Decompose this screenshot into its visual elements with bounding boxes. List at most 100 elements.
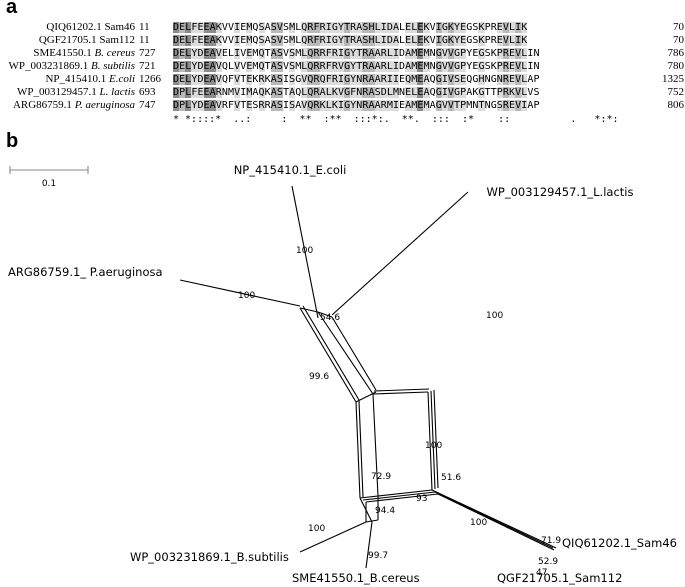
residue: I (441, 74, 448, 85)
residue: E (509, 48, 516, 59)
residue: E (179, 61, 186, 72)
residue: R (350, 35, 357, 46)
alignment-row-start: 1266 (139, 73, 161, 85)
residue: I (337, 48, 345, 59)
residue: R (331, 48, 338, 59)
residue: I (234, 35, 241, 46)
residue: E (203, 87, 210, 98)
residue: A (374, 61, 381, 72)
residue: F (313, 35, 320, 46)
residue: E (417, 48, 424, 59)
residue: R (490, 35, 497, 46)
residue: K (331, 100, 338, 111)
residue: E (405, 87, 412, 98)
residue: E (197, 22, 204, 33)
residue: S (270, 22, 277, 33)
residue: I (337, 74, 345, 85)
residue: V (337, 61, 345, 72)
residue: I (392, 74, 400, 85)
residue: T (356, 61, 363, 72)
taxon-bcereus: SME41550.1_B.cereus (292, 571, 420, 585)
residue: A (527, 74, 534, 85)
residue: S (282, 35, 290, 46)
residue: I (515, 22, 522, 33)
residue: P (460, 48, 467, 59)
residue: K (331, 87, 338, 98)
residue: G (344, 100, 351, 111)
residue: K (215, 35, 222, 46)
residue: E (246, 61, 253, 72)
residue: I (435, 35, 442, 46)
residue: L (185, 48, 192, 59)
residue: E (405, 35, 412, 46)
alignment-row-sequence: DELFEEAKVVIEMQSASVSMLQRFRIGYTRASHLIDALEL… (173, 21, 528, 34)
residue: A (368, 87, 375, 98)
residue: T (344, 22, 351, 33)
residue: V (227, 35, 235, 46)
residue: S (258, 22, 265, 33)
residue: M (252, 61, 259, 72)
residue: G (466, 35, 473, 46)
residue: N (484, 74, 491, 85)
residue: G (441, 22, 448, 33)
alignment-row-end: 780 (667, 60, 685, 72)
residue: D (173, 61, 180, 72)
residue: E (203, 100, 210, 111)
residue: K (423, 22, 430, 33)
residue: Y (350, 74, 357, 85)
residue: T (264, 61, 271, 72)
residue: L (185, 35, 192, 46)
residue: G (344, 74, 351, 85)
residue: L (301, 61, 308, 72)
alignment-consensus: * *::::* ..: : ** :** :::*:. **. ::: :* … (173, 114, 619, 125)
alignment-row-name: WP_003129457.1 L. lactis (0, 86, 135, 99)
residue: Q (307, 87, 314, 98)
residue: S (289, 74, 296, 85)
residue: Y (337, 35, 345, 46)
bootstrap-71-9: 71.9 (541, 536, 561, 546)
residue: R (319, 22, 326, 33)
residue: R (502, 74, 510, 85)
residue: V (441, 61, 448, 72)
residue: D (173, 74, 180, 85)
residue: I (325, 35, 332, 46)
residue: M (246, 35, 253, 46)
residue: A (209, 35, 216, 46)
residue: R (380, 100, 387, 111)
phylogenetic-network: 0.1 NP_415410.1_E.coli WP_003129457.1_L.… (8, 163, 677, 585)
residue: Y (191, 48, 198, 59)
residue: A (209, 22, 216, 33)
alignment-row-name: WP_003231869.1 B. subtilis (0, 60, 135, 73)
residue: Y (337, 22, 345, 33)
residue: L (509, 22, 516, 33)
residue: N (472, 100, 479, 111)
alignment-row-name: QIQ61202.1 Sam46 (0, 21, 135, 34)
residue: A (209, 100, 216, 111)
residue: Q (307, 48, 314, 59)
residue: S (472, 22, 479, 33)
residue: M (386, 100, 393, 111)
residue: V (515, 48, 522, 59)
residue: R (362, 48, 369, 59)
residue: T (478, 100, 485, 111)
residue: V (301, 100, 308, 111)
residue: K (521, 22, 528, 33)
residue: S (270, 35, 277, 46)
bootstrap-94-4: 94.4 (375, 506, 395, 516)
residue: A (209, 87, 216, 98)
residue: I (527, 48, 534, 59)
residue: E (509, 100, 516, 111)
residue: Q (221, 74, 228, 85)
residue: S (496, 100, 503, 111)
residue: R (264, 100, 271, 111)
residue: V (515, 87, 522, 98)
residue: V (227, 22, 235, 33)
residue: K (521, 35, 528, 46)
residue: K (264, 87, 271, 98)
alignment-row-species: L. lactis (99, 86, 135, 98)
residue: Y (191, 74, 198, 85)
residue: G (478, 61, 485, 72)
residue: K (478, 35, 485, 46)
residue: L (227, 61, 235, 72)
residue: F (325, 48, 332, 59)
